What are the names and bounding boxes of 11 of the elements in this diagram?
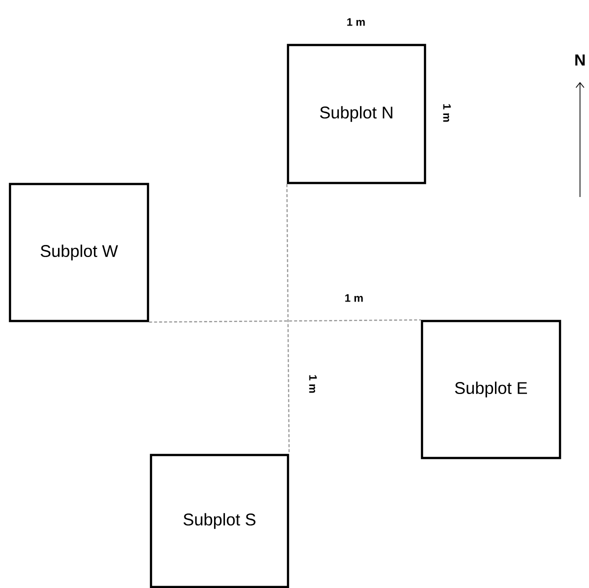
subplot-box: Subplot W [8,182,150,322]
dimension-label: 1 m [347,18,365,26]
north-label: N [575,54,585,66]
dimension-label: 1 m [309,375,317,393]
subplot-box: Subplot N [286,44,426,184]
subplot-box: Subplot E [420,320,562,460]
subplot-box: Subplot S [150,454,290,588]
dashed-line [149,319,421,323]
dimension-label: 1 m [443,104,451,122]
dashed-line [286,184,290,454]
dimension-label: 1 m [345,294,363,302]
